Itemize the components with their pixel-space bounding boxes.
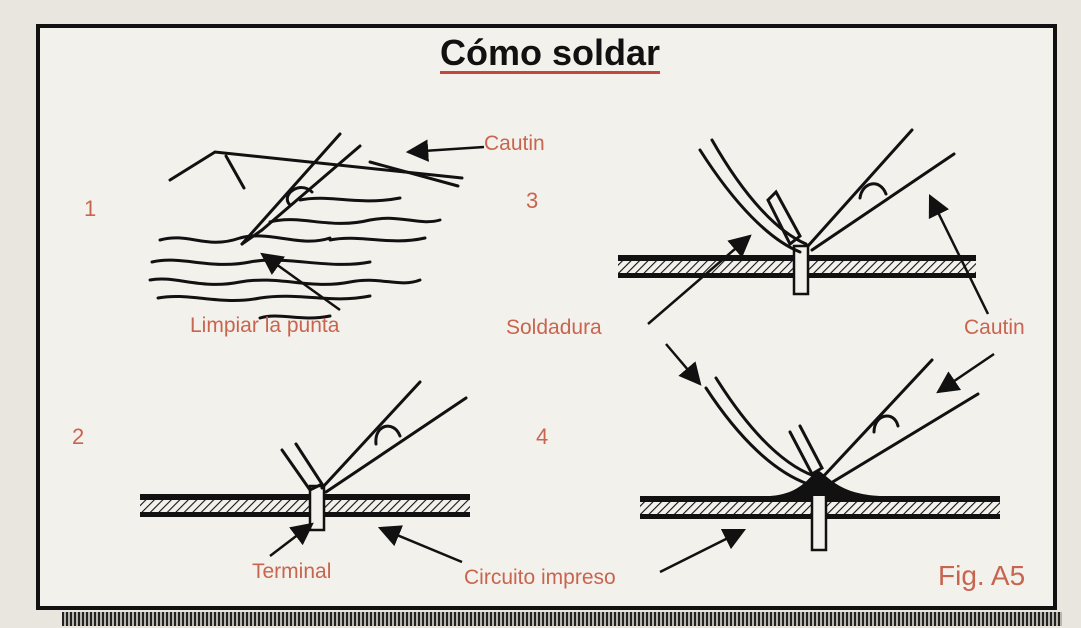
terminal-arrow	[269, 522, 314, 557]
figure-caption: Fig. A5	[938, 560, 1026, 591]
step-number-2: 2	[72, 424, 85, 449]
step4-solder-wire-icon	[704, 376, 824, 486]
step-number-1: 1	[84, 196, 97, 221]
label-cautin-top: Cautin	[484, 132, 545, 155]
soldadura-arrow-4	[665, 343, 702, 386]
step4-soldering-iron-icon	[818, 358, 980, 488]
step3-solder-wire-icon	[698, 138, 808, 254]
limpiar-arrow	[260, 252, 341, 312]
step-number-3: 3	[526, 188, 539, 213]
circuito-arrow-4	[659, 528, 747, 574]
label-cautin-right: Cautin	[964, 316, 1025, 339]
step4-pcb-board-icon	[640, 470, 1000, 552]
label-limpiar-la-punta: Limpiar la punta	[190, 314, 340, 337]
step3-pcb-board-icon	[618, 244, 976, 296]
step2-pcb-board-icon	[140, 484, 470, 532]
cautin-arrow-4	[936, 352, 995, 394]
step2-soldering-iron-icon	[280, 380, 468, 494]
step3-soldering-iron-icon	[806, 128, 956, 252]
step-number-4: 4	[536, 424, 549, 449]
soldadura-arrow-3	[647, 234, 752, 325]
label-circuito-impreso: Circuito impreso	[464, 566, 616, 589]
label-terminal: Terminal	[252, 560, 332, 583]
step1-sponge	[148, 150, 464, 320]
cautin-arrow	[405, 139, 485, 162]
cautin-arrow-3	[928, 193, 990, 315]
page-edge-strip	[62, 612, 1062, 626]
figure-title: Cómo soldar	[439, 32, 661, 73]
label-soldadura: Soldadura	[506, 316, 602, 339]
circuito-arrow-2	[377, 525, 463, 564]
step1-soldering-iron-icon	[240, 132, 460, 246]
